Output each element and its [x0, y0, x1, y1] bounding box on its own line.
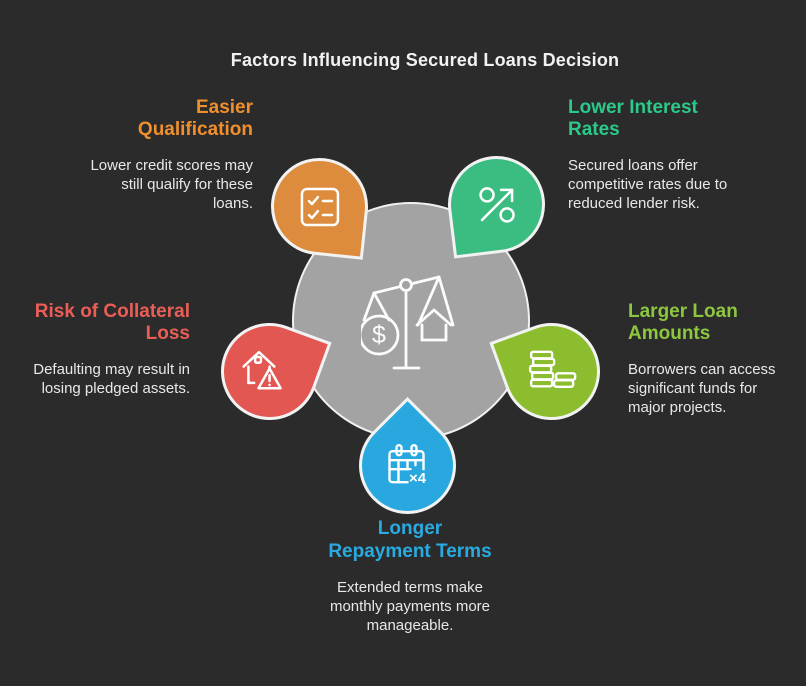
factor-description: Secured loans offer competitive rates du… — [568, 157, 728, 212]
factor-block-lower-interest-rates: Lower Interest Rates Secured loans offer… — [568, 97, 788, 213]
coin-stack-icon — [527, 347, 577, 397]
balance-scale-icon: $ — [361, 275, 455, 370]
factor-description: Borrowers can access significant funds f… — [628, 361, 776, 416]
factor-heading: Risk of Collateral Loss — [34, 301, 190, 344]
page-title: Factors Influencing Secured Loans Decisi… — [230, 50, 620, 70]
drop-lower-interest-rates — [442, 150, 551, 259]
percent-growth-icon — [472, 180, 522, 230]
factor-block-easier-qualification: Easier Qualification Lower credit scores… — [33, 97, 253, 213]
dollar-sign: $ — [372, 321, 386, 349]
calendar-multiplier-label: ×4 — [409, 470, 427, 487]
checklist-icon — [295, 182, 345, 232]
factor-heading: Lower Interest Rates — [568, 97, 698, 140]
house-warning-icon — [239, 346, 289, 396]
drop-easier-qualification — [266, 153, 373, 260]
calendar-label-backing — [408, 469, 427, 486]
factor-block-longer-repayment-terms: Longer Repayment Terms Extended terms ma… — [270, 517, 550, 635]
factor-heading: Longer Repayment Terms — [328, 518, 492, 562]
factor-description: Extended terms make monthly payments mor… — [329, 579, 491, 634]
factor-heading: Easier Qualification — [137, 97, 253, 140]
calendar-icon: ×4 — [383, 441, 427, 487]
factor-description: Defaulting may result in losing pledged … — [33, 361, 190, 397]
drop-larger-loan-amounts — [489, 309, 614, 434]
drop-risk-of-collateral-loss — [207, 309, 332, 434]
factor-block-risk-of-collateral-loss: Risk of Collateral Loss Defaulting may r… — [0, 301, 190, 398]
factor-heading: Larger Loan Amounts — [628, 301, 738, 344]
factor-description: Lower credit scores may still qualify fo… — [90, 157, 253, 212]
factor-block-larger-loan-amounts: Larger Loan Amounts Borrowers can access… — [628, 301, 806, 417]
drop-longer-repayment-terms: ×4 — [338, 396, 477, 535]
